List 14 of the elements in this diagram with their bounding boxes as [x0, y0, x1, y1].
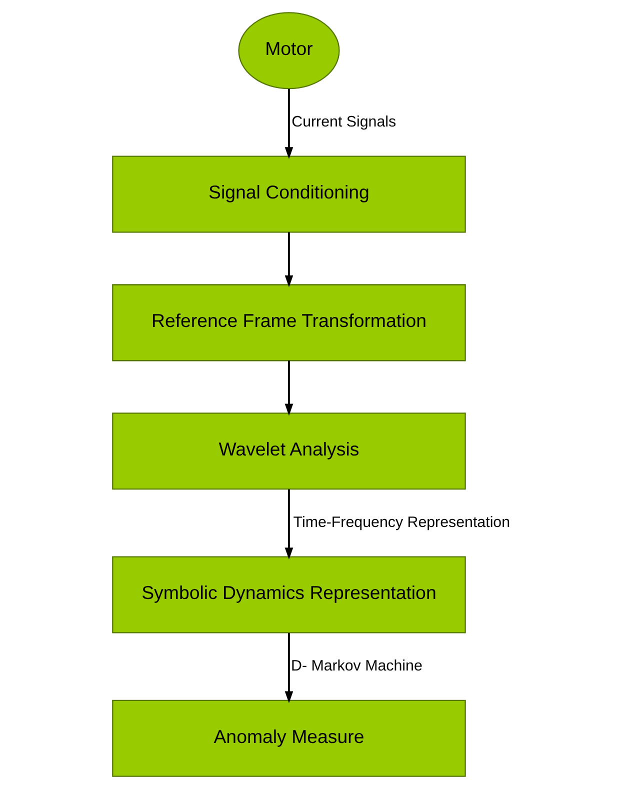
arrow — [284, 88, 294, 160]
edge-label: D- Markov Machine — [291, 658, 422, 675]
arrow — [284, 360, 294, 416]
node-box: Wavelet Analysis — [112, 412, 466, 490]
arrow — [284, 489, 294, 560]
node-box: Reference Frame Transformation — [112, 284, 466, 362]
node-box: Symbolic Dynamics Representation — [112, 556, 466, 634]
edge-label: Current Signals — [292, 113, 396, 130]
node-ellipse: Motor — [238, 12, 340, 90]
arrow — [284, 232, 294, 288]
node-box: Anomaly Measure — [112, 700, 466, 777]
arrow — [284, 633, 294, 704]
edge-label: Time-Frequency Representation — [293, 514, 510, 531]
node-box: Signal Conditioning — [112, 156, 466, 233]
